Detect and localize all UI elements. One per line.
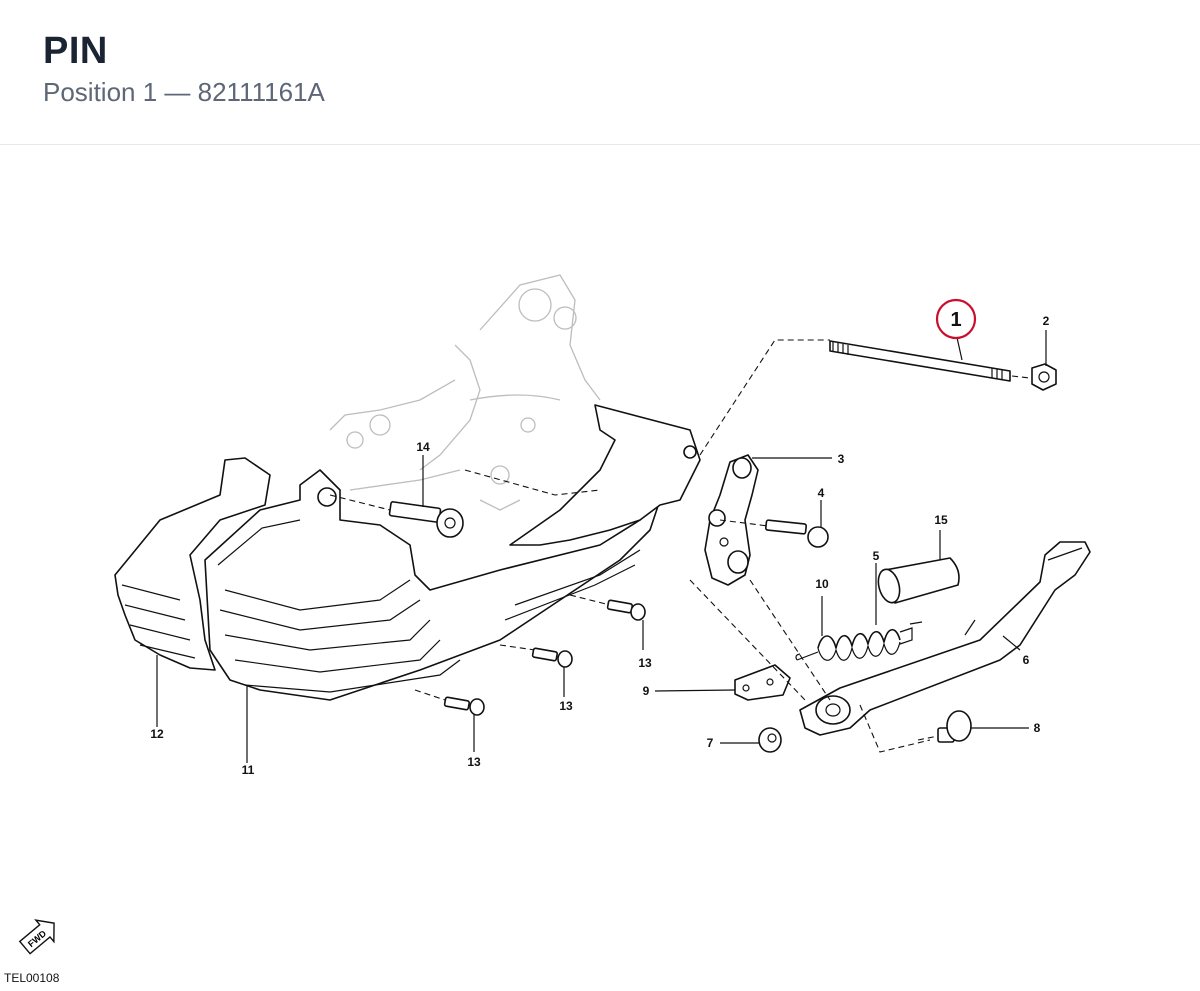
callout-13-a[interactable]: 13: [638, 656, 652, 670]
page-title: PIN: [43, 30, 108, 72]
callout-11[interactable]: 11: [242, 763, 255, 777]
callout-7[interactable]: 7: [707, 736, 714, 750]
sleeve-part-15: [877, 557, 960, 604]
callout-13-c[interactable]: 13: [467, 755, 481, 769]
page-subtitle: Position 1 — 82111161A: [43, 77, 325, 107]
selected-callout-ring[interactable]: [935, 298, 977, 340]
guard-bracket-plate: [509, 404, 701, 546]
callout-12[interactable]: 12: [150, 727, 164, 741]
fwd-arrow-icon: FWD: [18, 919, 55, 955]
bushing-part-7: [758, 727, 782, 753]
screw-part-13-a: [569, 594, 646, 621]
callout-15[interactable]: 15: [934, 513, 948, 527]
callout-5[interactable]: 5: [873, 549, 880, 563]
callout-13-b[interactable]: 13: [559, 699, 573, 713]
callout-6[interactable]: 6: [1023, 653, 1030, 667]
figure-code: TEL00108: [4, 971, 60, 985]
skid-plate-part-12: [114, 457, 271, 671]
spring-part-5: [817, 621, 923, 661]
side-stand-bracket-part-3: [704, 454, 759, 586]
callout-10[interactable]: 10: [815, 577, 829, 591]
callout-3[interactable]: 3: [838, 452, 845, 466]
callout-9[interactable]: 9: [643, 684, 650, 698]
screw-part-4: [719, 519, 829, 548]
side-stand-part-6: [799, 541, 1091, 736]
screw-part-13-c: [414, 689, 485, 716]
pin-part-1: [699, 339, 1011, 456]
nut-part-2: [1011, 363, 1057, 391]
screw-part-13-b: [499, 644, 573, 668]
screw-part-14: [329, 494, 464, 538]
plate-part-9: [734, 664, 791, 701]
leader-lines: [156, 330, 1047, 763]
diagram-canvas: 1 2 3 4 5 6 7 8 9 10 11 12 13 13 13 14 1…: [18, 274, 1091, 955]
spring-part-10: [795, 651, 819, 661]
screw-part-8: [917, 710, 972, 743]
callout-8[interactable]: 8: [1034, 721, 1041, 735]
assembly-lines: [464, 469, 931, 753]
page-header: PIN Position 1 — 82111161A: [0, 0, 1200, 145]
callout-4[interactable]: 4: [818, 486, 825, 500]
exploded-parts-diagram: 1 2 3 4 5 6 7 8 9 10 11 12 13 13 13 14 1…: [0, 146, 1200, 991]
callout-14[interactable]: 14: [416, 440, 430, 454]
callout-1[interactable]: 1: [950, 309, 961, 331]
callout-2[interactable]: 2: [1043, 314, 1050, 328]
